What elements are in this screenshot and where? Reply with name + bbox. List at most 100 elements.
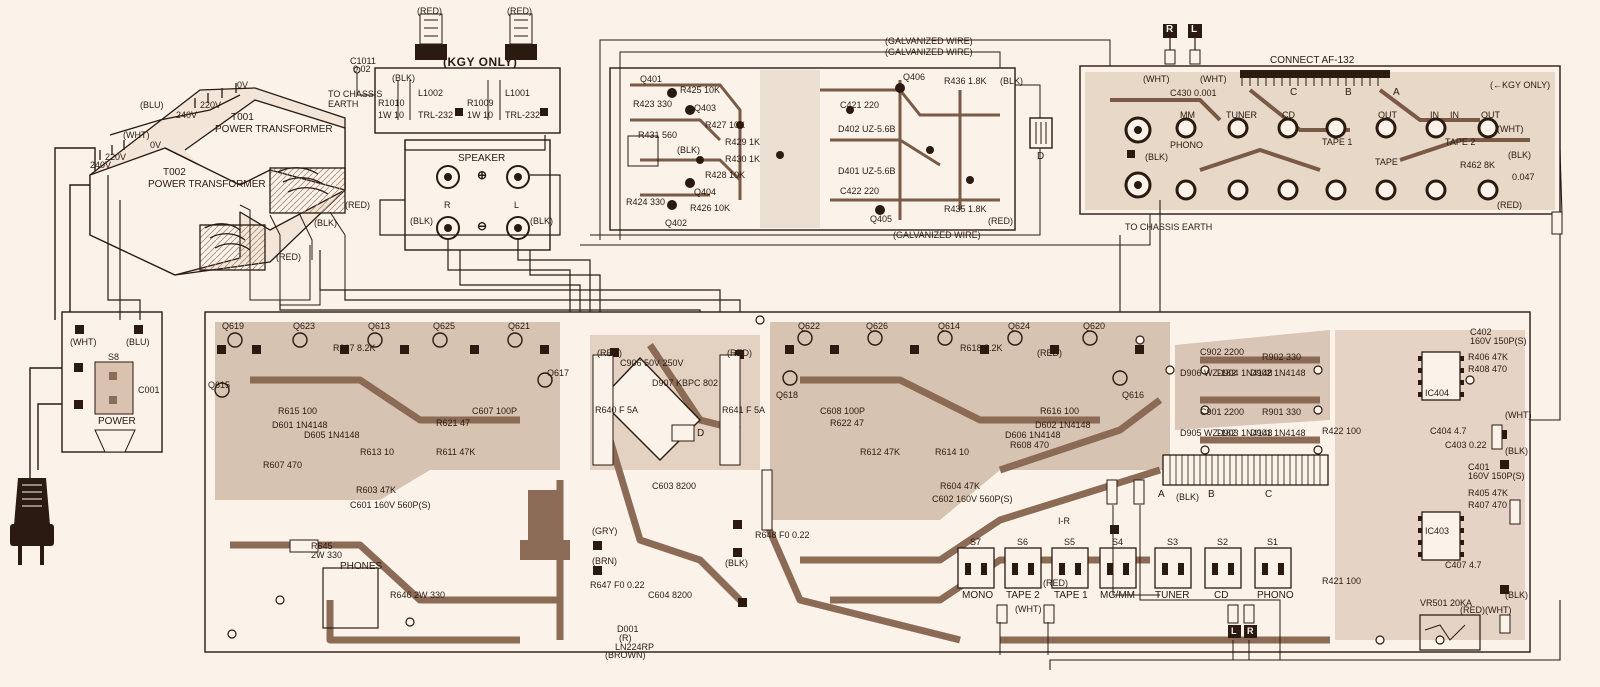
c402: C402 [1470,327,1492,337]
jack-cd: CD [1282,110,1295,120]
main-blk: (BLK) [725,558,749,568]
t002-name: POWER TRANSFORMER [148,179,266,190]
r902: R902 330 [1262,352,1302,362]
jack-phono: PHONO [1170,140,1204,150]
tap-240v-b: 240V [90,160,112,170]
transformers-assembly [89,83,346,306]
q618: Q618 [776,390,799,400]
r407: R407 470 [1468,500,1508,510]
c404: C404 4.7 [1430,426,1467,436]
jack-tape2: TAPE 2 [1445,137,1476,147]
speaker-title: SPEAKER [458,153,506,164]
r648: R648 F0 0.22 [755,530,810,540]
tag-r: R [1247,626,1254,636]
r604: R604 47K [940,481,981,491]
galvanized-top-b: (GALVANIZED WIRE) [885,47,973,57]
r436: R436 1.8K [944,76,987,86]
wire-wht: (WHT) [123,130,150,140]
ic403: IC403 [1425,526,1450,536]
btn-mono[interactable]: MONO [962,590,994,601]
q619: Q619 [222,321,245,331]
r618: R618 8.2K [960,343,1003,353]
btn-mcmm[interactable]: MC/MM [1100,590,1135,601]
switch-bank-blk: (BLK) [1176,492,1200,502]
input-bank-a: A [1393,87,1400,98]
btn-phono[interactable]: PHONO [1257,590,1294,601]
connect-af132: CONNECT AF-132 [1270,55,1355,66]
r422: R422 100 [1322,426,1362,436]
jack-tape1: TAPE 1 [1322,137,1353,147]
r423: R423 330 [633,99,673,109]
mains-plug [10,478,54,565]
d902: D902 1N4148 [1250,368,1306,378]
switch-bank-a: A [1158,489,1165,500]
main-red-d: (RED) [1460,605,1485,615]
speaker-ch-r: R [444,200,451,210]
r616: R616 100 [1040,406,1080,416]
switch-bank-c: C [1265,489,1273,500]
s6-ref: S6 [1017,537,1029,547]
c402-val: 160V 150P(S) [1470,336,1527,346]
q404: Q404 [694,187,717,197]
l1002: L1002 [418,88,444,98]
r431: R431 560 [638,130,678,140]
btn-tuner[interactable]: TUNER [1155,590,1190,601]
jack-in-b: IN [1450,110,1459,120]
input-chassis-earth: TO CHASSIS EARTH [1125,222,1213,232]
r408: R408 470 [1468,364,1508,374]
speaker-blk-top: (BLK) [392,73,416,83]
t001-ref: T001 [231,112,254,123]
power-blu: (BLU) [126,337,150,347]
input-blk: (BLK) [1145,152,1169,162]
ic404: IC404 [1425,388,1450,398]
r424: R424 330 [626,197,666,207]
d402: D402 UZ-5.6B [838,124,896,134]
btn-cd[interactable]: CD [1214,590,1229,601]
q402: Q402 [665,218,688,228]
r608: R608 470 [1010,440,1050,450]
r1009: R1009 [467,98,494,108]
main-wht-a: (WHT) [1505,410,1532,420]
q626: Q626 [866,321,889,331]
d401: D401 UZ-5.6B [838,166,896,176]
t001-name: POWER TRANSFORMER [215,124,333,135]
r1w10-b: 1W 10 [467,110,494,120]
main-amplifier-board [204,311,1531,653]
r612: R612 47K [860,447,901,457]
q620: Q620 [1083,321,1106,331]
switch-ir: I-R [1058,516,1070,526]
c607: C607 100P [472,406,518,416]
c401-val: 160V 150P(S) [1468,471,1525,481]
speaker-board [353,13,561,251]
r901: R901 330 [1262,407,1302,417]
c401: C401 [1468,462,1490,472]
d903: D903 1N4148 [1217,428,1273,438]
btn-tape2[interactable]: TAPE 2 [1006,590,1040,601]
r647: R647 F0 0.22 [590,580,645,590]
d601: D601 1N4148 [272,420,328,430]
speaker-minus: ⊖ [477,219,488,233]
r614: R614 10 [935,447,970,457]
wire-gry: (GRY) [592,526,618,536]
input-tag-l: L [1189,24,1200,36]
q623: Q623 [293,321,316,331]
q403: Q403 [694,103,717,113]
main-red-a: (RED) [597,348,622,358]
btn-tape1[interactable]: TAPE 1 [1054,590,1088,601]
tap-0v-b: 0V [150,140,162,150]
power-switch-board [61,311,163,453]
wire-red-b: (RED) [345,200,370,210]
main-ch-d: D [697,428,705,439]
c901: C901 2200 [1200,407,1245,417]
phones-label: PHONES [340,561,383,572]
switch-red: (RED) [1043,578,1068,588]
main-red-b: (RED) [727,348,752,358]
c902: C902 2200 [1200,347,1245,357]
q406: Q406 [903,72,926,82]
switch-label: POWER [98,416,136,427]
input-c430: C430 0.001 [1170,88,1217,98]
wire-brn: (BRN) [592,556,617,566]
q622: Q622 [798,321,821,331]
wire-blk: (BLK) [314,218,338,228]
s7-ref: S7 [970,537,982,547]
